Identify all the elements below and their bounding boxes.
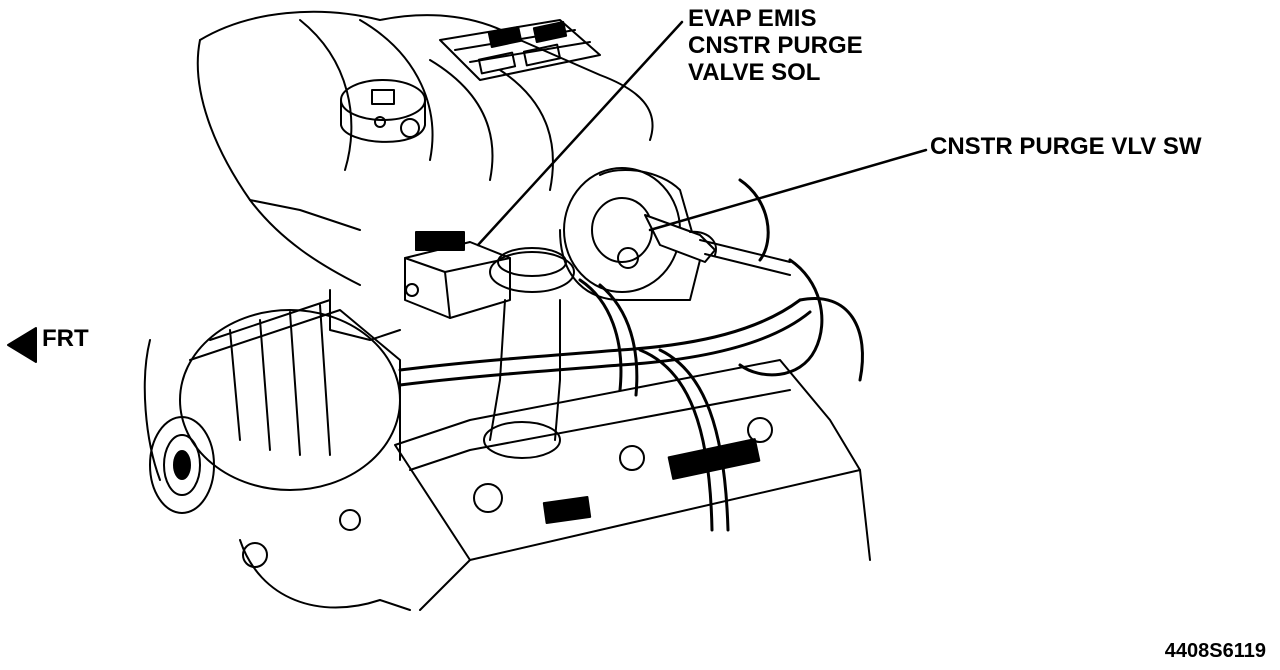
front-label: FRT bbox=[42, 325, 89, 352]
purge-switch-label: CNSTR PURGE VLV SW bbox=[930, 133, 1202, 160]
evap-solenoid-label: EVAP EMIS CNSTR PURGE VALVE SOL bbox=[688, 5, 863, 86]
alternator bbox=[143, 299, 401, 514]
injector-harness bbox=[439, 19, 601, 81]
intake-plenum bbox=[196, 10, 654, 286]
throttle-cap bbox=[340, 79, 426, 143]
leader-purge-switch bbox=[648, 148, 928, 232]
figure-id: 4408S6119 bbox=[1164, 639, 1266, 662]
evap-solenoid-body bbox=[404, 231, 511, 319]
oil-filler-tube bbox=[483, 247, 575, 459]
front-arrow-icon bbox=[7, 327, 37, 363]
wiring-harness bbox=[398, 178, 864, 532]
purge-switch-body bbox=[559, 167, 791, 301]
valve-cover bbox=[394, 359, 871, 611]
leader-evap-solenoid bbox=[476, 20, 684, 247]
engine-block bbox=[239, 289, 411, 611]
